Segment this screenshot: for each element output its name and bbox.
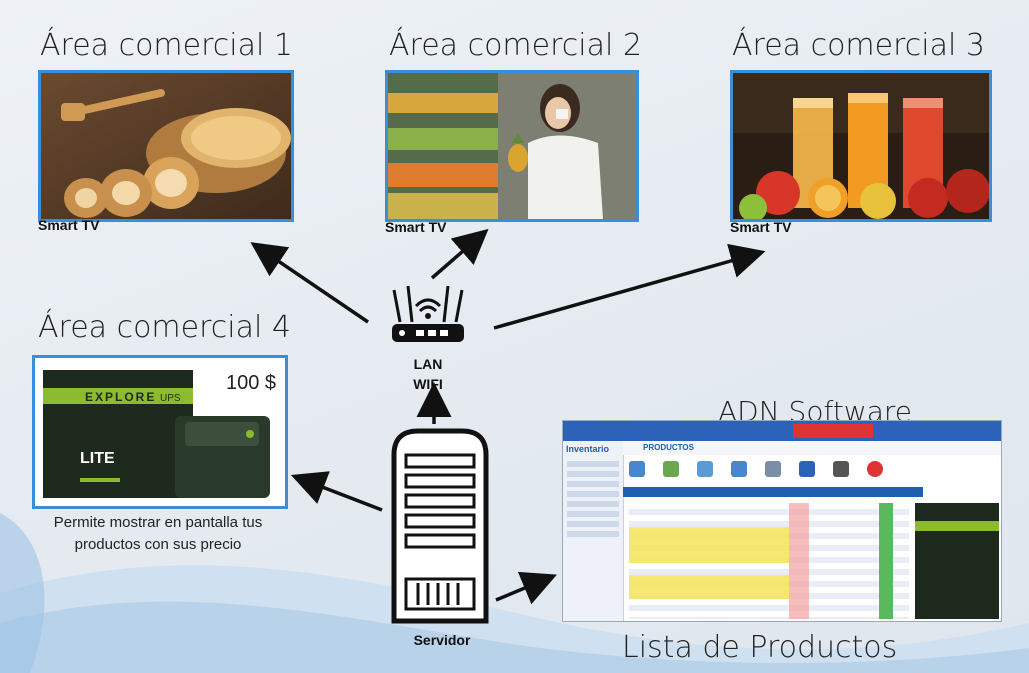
server-icon — [391, 428, 489, 624]
smart-tv-2-label: Smart TV — [385, 219, 447, 235]
software-window-title: PRODUCTOS — [623, 441, 1001, 455]
box-model-text: LITE — [80, 450, 115, 467]
juice-image — [733, 73, 989, 219]
smart-tv-4: EXPLORE UPS LITE — [32, 355, 288, 509]
router-label-lan: LAN — [413, 356, 443, 372]
software-toolbar — [563, 421, 1001, 441]
box-series-text: UPS — [160, 393, 181, 404]
background-wave — [0, 513, 1029, 673]
software-product-preview — [915, 503, 999, 619]
description-line-1: Permite mostrar en pantalla tus — [53, 514, 263, 531]
software-banner — [793, 424, 873, 438]
area-3-title: Área comercial 3 — [732, 28, 985, 63]
server-label: Servidor — [413, 632, 471, 648]
area-2-title: Área comercial 2 — [389, 28, 642, 63]
software-icon-row — [629, 461, 883, 483]
product-price: 100 $ — [226, 372, 277, 394]
box-brand-text: EXPLORE — [85, 390, 156, 404]
arrow-to-area-3 — [493, 243, 766, 330]
software-screenshot: Inventario PRODUCTOS — [562, 420, 1002, 622]
area-1-title: Área comercial 1 — [40, 28, 293, 63]
software-sidebar: Inventario — [563, 441, 624, 621]
software-app-name: Inventario — [566, 444, 610, 454]
router-label-wifi: WIFI — [413, 376, 443, 392]
software-product-table — [629, 503, 909, 619]
area-4-title: Área comercial 4 — [38, 310, 291, 345]
software-caption: Lista de Productos — [622, 630, 898, 665]
bread-image — [41, 73, 291, 219]
smart-tv-3-label: Smart TV — [730, 219, 792, 235]
software-rate-bar — [623, 487, 923, 497]
supermarket-image — [388, 73, 636, 219]
smart-tv-1 — [38, 70, 294, 222]
smart-tv-1-label: Smart TV — [38, 217, 100, 233]
wifi-router-icon — [392, 285, 464, 342]
smart-tv-3 — [730, 70, 992, 222]
description-line-2: productos con sus precio — [74, 536, 242, 553]
ups-product-image: EXPLORE UPS LITE — [35, 358, 285, 506]
smart-tv-2 — [385, 70, 639, 222]
arrow-to-area-2 — [430, 228, 489, 280]
area-4-description: Permite mostrar en pantalla tus producto… — [20, 512, 296, 556]
router-label: LAN WIFI — [398, 354, 458, 394]
